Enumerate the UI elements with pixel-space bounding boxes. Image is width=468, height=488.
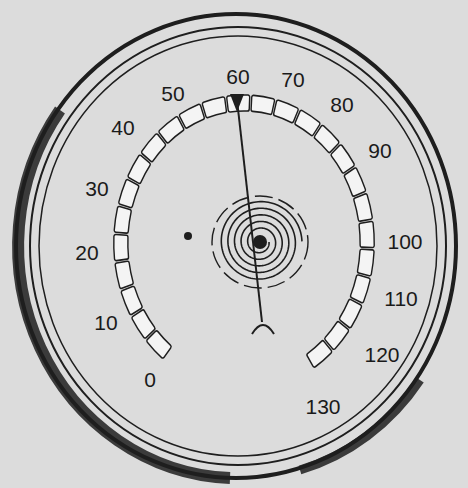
scale-number: 120 bbox=[364, 344, 399, 365]
outer-rim bbox=[16, 14, 456, 478]
scale-segment bbox=[331, 145, 354, 173]
scale-segment bbox=[147, 331, 171, 358]
scale-segment bbox=[295, 110, 320, 135]
scale-segment bbox=[314, 125, 338, 152]
scale-number: 130 bbox=[305, 396, 340, 417]
dial-face-edge bbox=[39, 36, 437, 456]
bimetal-coil bbox=[212, 196, 308, 288]
scale-segment bbox=[159, 117, 184, 143]
scale-segment bbox=[274, 100, 298, 122]
pointer-needle bbox=[237, 100, 262, 322]
scale-segment bbox=[202, 97, 226, 118]
scale-segment bbox=[344, 168, 365, 196]
scale-number: 40 bbox=[111, 117, 134, 138]
scale-segment bbox=[251, 95, 274, 114]
coil-outer-ring bbox=[212, 196, 308, 288]
scale-segment bbox=[351, 275, 370, 303]
scale-number: 70 bbox=[281, 69, 304, 90]
rim-shadow bbox=[18, 110, 230, 478]
scale-segment bbox=[358, 249, 374, 275]
scale-number: 110 bbox=[384, 288, 417, 309]
scale-segment bbox=[132, 310, 155, 338]
coil-spiral bbox=[221, 202, 302, 279]
scale-segment bbox=[121, 287, 142, 315]
center-hub bbox=[253, 235, 267, 249]
scale-segment bbox=[114, 206, 131, 233]
scale-segment bbox=[128, 155, 150, 183]
scale-number: 10 bbox=[94, 312, 117, 333]
pointer-tip bbox=[230, 94, 244, 112]
scale-number: 0 bbox=[144, 369, 156, 390]
pointer-tail bbox=[252, 325, 274, 334]
pivot-dot bbox=[184, 232, 192, 240]
scale-number: 90 bbox=[368, 140, 391, 161]
scale-number: 50 bbox=[161, 83, 184, 104]
scale-segment bbox=[114, 235, 129, 261]
scale-number: 100 bbox=[387, 231, 422, 252]
scale-band bbox=[114, 95, 374, 367]
scale-segment bbox=[354, 194, 372, 221]
scale-number: 80 bbox=[330, 94, 353, 115]
scale-segment bbox=[307, 341, 332, 367]
scale-segment bbox=[340, 299, 362, 327]
scale-number: 20 bbox=[75, 242, 98, 263]
scale-segment bbox=[325, 322, 349, 350]
inner-rim bbox=[30, 27, 446, 465]
scale-segment bbox=[180, 104, 205, 128]
scale-segment bbox=[359, 221, 374, 247]
rim-shadow bbox=[300, 380, 420, 470]
scale-segment bbox=[119, 180, 139, 208]
scale-segment bbox=[115, 261, 133, 288]
scale-number: 60 bbox=[226, 66, 249, 87]
scale-segment bbox=[142, 134, 166, 162]
scale-number: 30 bbox=[85, 178, 108, 199]
